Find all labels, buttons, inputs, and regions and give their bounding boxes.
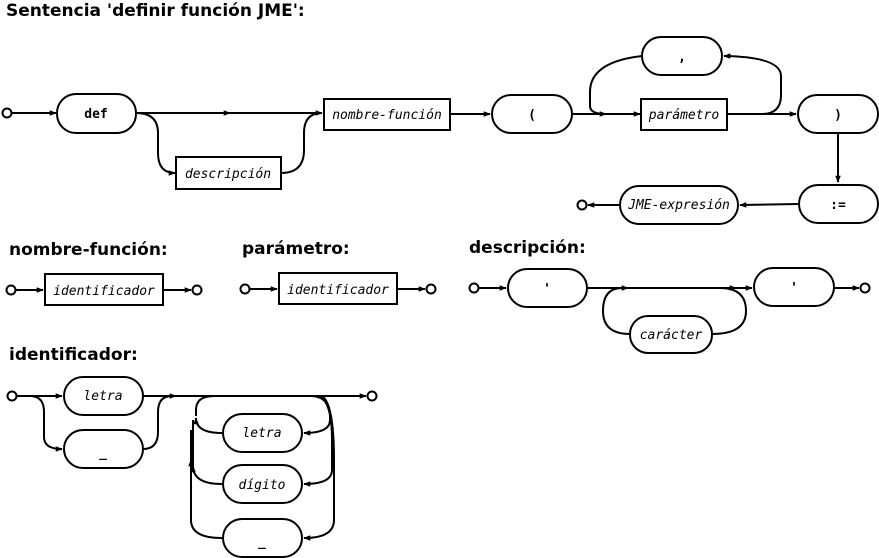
descripcion-nonterminal: descripción — [175, 156, 282, 190]
identificador-syntax-diagram: letra _ letra dígito _ — [6, 376, 378, 558]
main-start-terminal — [1, 107, 13, 119]
identificador-start-terminal — [6, 390, 18, 402]
nombre-funcion-nonterminal: nombre-función — [323, 98, 451, 131]
nombre-funcion-syntax-diagram: identificador — [5, 273, 203, 306]
letra-first-label: letra — [83, 389, 122, 404]
assign-terminal: := — [798, 184, 879, 224]
quote-open-label: ' — [543, 282, 551, 297]
parametro-syntax-diagram: identificador — [239, 272, 437, 305]
main-end-terminal — [576, 199, 588, 211]
jme-expresion-nonterminal: JME-expresión — [619, 185, 739, 225]
letra-loop-nonterminal: letra — [222, 413, 303, 453]
descripcion-start-terminal — [468, 282, 480, 294]
jme-expresion-label: JME-expresión — [627, 198, 730, 213]
parametro-title: parámetro: — [242, 239, 350, 259]
parametro-nonterminal: parámetro — [640, 98, 728, 131]
close-paren-terminal: ) — [797, 94, 879, 134]
underscore-first-terminal: _ — [63, 429, 144, 469]
identificador-title: identificador: — [9, 345, 138, 365]
descripcion-syntax-diagram: ' ' carácter — [468, 267, 871, 354]
underscore-first-label: _ — [99, 446, 107, 461]
def-terminal: def — [56, 93, 137, 134]
nombre-funcion-identificador-nonterminal: identificador — [44, 273, 164, 306]
open-paren-label: ( — [528, 108, 536, 123]
underscore-loop-label: _ — [258, 535, 266, 550]
digito-loop-nonterminal: dígito — [222, 464, 303, 504]
descripcion-end-terminal — [859, 282, 871, 294]
main-syntax-diagram: def descripción nombre-función ( , parám… — [1, 36, 879, 225]
caracter-label: carácter — [640, 328, 703, 343]
def-label: def — [84, 107, 107, 122]
underscore-loop-terminal: _ — [222, 518, 303, 558]
parametro-label: parámetro — [648, 108, 720, 123]
comma-terminal: , — [641, 36, 723, 76]
parametro-start-terminal — [239, 283, 251, 295]
parametro-identificador-label: identificador — [287, 283, 389, 298]
parametro-identificador-nonterminal: identificador — [278, 272, 398, 305]
nombre-funcion-label: nombre-función — [332, 108, 442, 123]
letra-first-nonterminal: letra — [63, 376, 144, 416]
descripcion-label: descripción — [185, 167, 271, 182]
assign-label: := — [830, 198, 846, 213]
descripcion-title: descripción: — [469, 238, 586, 258]
caracter-nonterminal: carácter — [629, 315, 713, 354]
nombre-funcion-end-terminal — [191, 284, 203, 296]
nombre-funcion-start-terminal — [5, 284, 17, 296]
close-paren-label: ) — [834, 108, 842, 123]
quote-close-terminal: ' — [753, 267, 835, 307]
identificador-end-terminal — [366, 390, 378, 402]
main-diagram-title: Sentencia 'definir función JME': — [6, 1, 305, 21]
open-paren-terminal: ( — [491, 94, 573, 134]
quote-close-label: ' — [790, 281, 798, 296]
nombre-funcion-title: nombre-función: — [9, 240, 168, 260]
comma-label: , — [678, 50, 686, 65]
parametro-end-terminal — [425, 283, 437, 295]
nombre-funcion-identificador-label: identificador — [53, 284, 155, 299]
letra-loop-label: letra — [242, 426, 281, 441]
quote-open-terminal: ' — [507, 268, 588, 308]
digito-loop-label: dígito — [239, 478, 286, 493]
